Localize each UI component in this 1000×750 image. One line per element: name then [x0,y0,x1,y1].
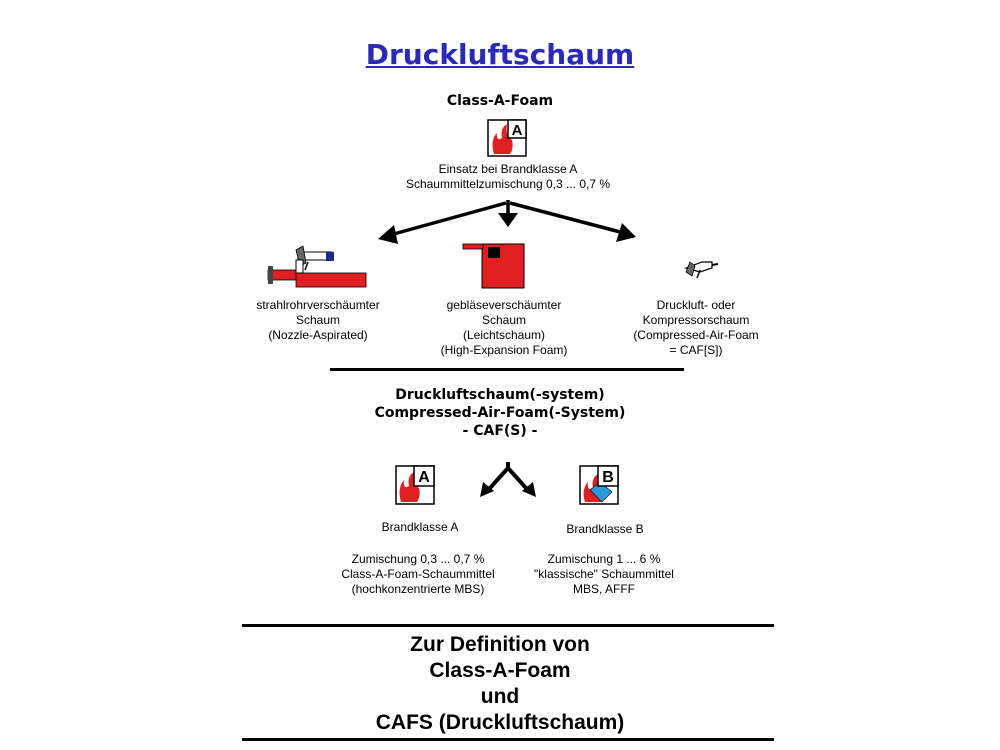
split-arrows [480,462,536,497]
definition-line1: Zur Definition von [0,632,1000,658]
fire-class-a-icon-bottom: A [396,466,434,504]
method-compressed-air: Druckluft- oder Kompressorschaum (Compre… [606,298,786,358]
definition-line3: und [0,684,1000,710]
method-line: (Nozzle-Aspirated) [228,328,408,343]
method-line: Kompressorschaum [606,313,786,328]
definition-line4: CAFS (Druckluftschaum) [0,710,1000,736]
method-nozzle-aspirated: strahlrohrverschäumter Schaum (Nozzle-As… [228,298,408,343]
method-line: strahlrohrverschäumter [228,298,408,313]
definition-line2: Class-A-Foam [0,658,1000,684]
class-b-icon-letter: B [602,469,614,486]
class-a-bottom-icon-letter: A [418,469,430,486]
class-b-detail-line: MBS, AFFF [504,582,704,597]
method-line: (Compressed-Air-Foam [606,328,786,343]
definition-top-rule [242,624,774,627]
class-a-detail-line: (hochkonzentrierte MBS) [318,582,518,597]
caf-heading: Druckluftschaum(-system) Compressed-Air-… [0,386,1000,440]
class-a-label: Brandklasse A [330,520,510,535]
method-high-expansion: gebläseverschäumter Schaum (Leichtschaum… [414,298,594,358]
method-line: (Leichtschaum) [414,328,594,343]
nozzle-aspirated-icon [268,246,366,287]
class-a-description: Einsatz bei Brandklasse A Schaummittelzu… [350,162,666,192]
definition-heading: Zur Definition von Class-A-Foam und CAFS… [0,632,1000,736]
class-b-label: Brandklasse B [515,522,695,537]
class-a-detail-line: Zumischung 0,3 ... 0,7 % [318,552,518,567]
method-line: gebläseverschäumter [414,298,594,313]
method-line: Druckluft- oder [606,298,786,313]
caf-nozzle-icon [686,262,718,278]
section-divider [330,368,684,371]
method-line: = CAF[S]) [606,343,786,358]
caf-line3: - CAF(S) - [0,422,1000,440]
class-b-detail-line: "klassische" Schaummittel [504,567,704,582]
method-line: (High-Expansion Foam) [414,343,594,358]
class-b-details: Zumischung 1 ... 6 % "klassische" Schaum… [504,552,704,597]
class-a-icon-letter: A [512,122,523,139]
class-a-line2: Schaummittelzumischung 0,3 ... 0,7 % [350,177,666,192]
branch-arrows [378,200,636,244]
class-a-detail-line: Class-A-Foam-Schaummittel [318,567,518,582]
class-a-details: Zumischung 0,3 ... 0,7 % Class-A-Foam-Sc… [318,552,518,597]
method-line: Schaum [414,313,594,328]
class-a-line1: Einsatz bei Brandklasse A [350,162,666,177]
fire-class-b-icon: B [580,466,618,504]
high-expansion-foam-icon [463,244,524,288]
method-line: Schaum [228,313,408,328]
caf-line2: Compressed-Air-Foam(-System) [0,404,1000,422]
class-b-detail-line: Zumischung 1 ... 6 % [504,552,704,567]
caf-line1: Druckluftschaum(-system) [0,386,1000,404]
definition-bottom-rule [242,738,774,741]
fire-class-a-icon: A [488,120,526,156]
